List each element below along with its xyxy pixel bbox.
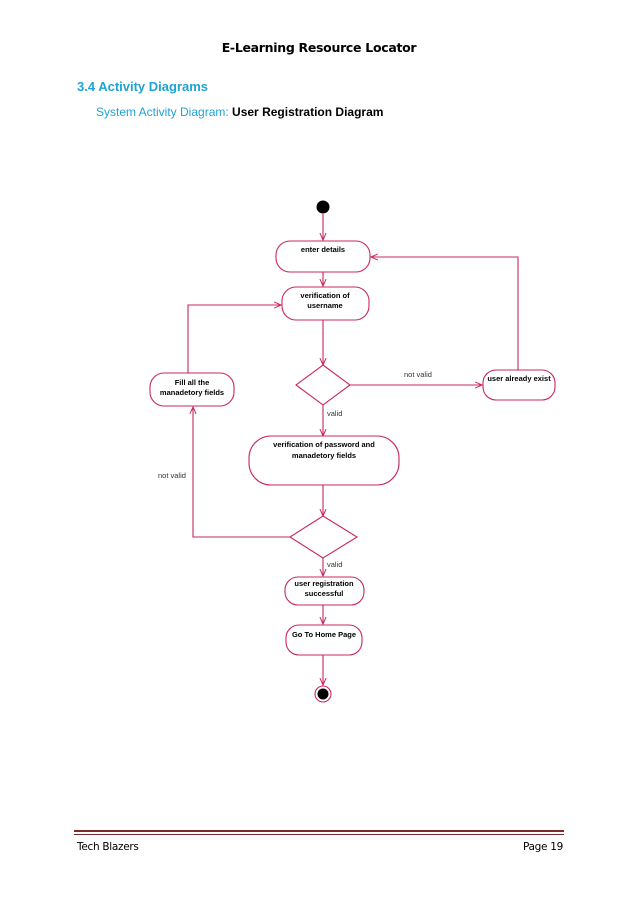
decision-username-valid: [295, 364, 351, 406]
label-home-page: Go To Home Page: [292, 630, 356, 639]
label-verify-password-2: manadetory fields: [292, 451, 356, 460]
label-registration-success-1: user registration: [294, 579, 354, 588]
footer-page-number: Page 19: [522, 841, 563, 853]
document-title: E-Learning Resource Locator: [221, 40, 417, 55]
label-enter-details: enter details: [301, 245, 345, 254]
start-node: [316, 200, 330, 214]
node-fill-fields: [149, 372, 235, 407]
end-node-ring: [314, 685, 332, 703]
edge-label-not-valid-right: not valid: [404, 370, 432, 379]
subheading-title: User Registration Diagram: [232, 105, 384, 119]
diagram-subheading: System Activity Diagram: User Registrati…: [96, 105, 383, 119]
edge-label-valid-1: valid: [327, 409, 342, 418]
node-verify-username: [281, 286, 370, 321]
end-node: [317, 688, 329, 700]
label-fill-fields-1: Fill all the: [175, 378, 210, 387]
edge-label-not-valid-left: not valid: [158, 471, 186, 480]
label-verify-username-1: verification of: [300, 291, 350, 300]
label-registration-success-2: successful: [305, 589, 344, 598]
edge-label-valid-2: valid: [327, 560, 342, 569]
section-heading: 3.4 Activity Diagrams: [77, 79, 209, 94]
label-verify-username-2: username: [307, 301, 342, 310]
edge-fill-to-verify: [187, 305, 281, 373]
label-user-exists: user already exist: [487, 374, 551, 383]
node-verify-password: [248, 435, 400, 486]
node-registration-success: [284, 576, 365, 606]
footer-rule-thin: [74, 834, 564, 835]
node-user-exists: [482, 369, 556, 401]
node-home-page: [285, 624, 363, 656]
footer-team-name: Tech Blazers: [77, 841, 139, 853]
label-fill-fields-2: manadetory fields: [160, 388, 224, 397]
node-enter-details: [275, 240, 371, 273]
label-verify-password-1: verification of password and: [273, 440, 375, 449]
footer-rule: [74, 830, 564, 832]
decision-fields-valid: [288, 515, 359, 559]
subheading-prefix: System Activity Diagram:: [96, 105, 229, 119]
edge-decision2-to-fill: [193, 407, 291, 538]
edge-exists-to-enter: [371, 257, 519, 370]
